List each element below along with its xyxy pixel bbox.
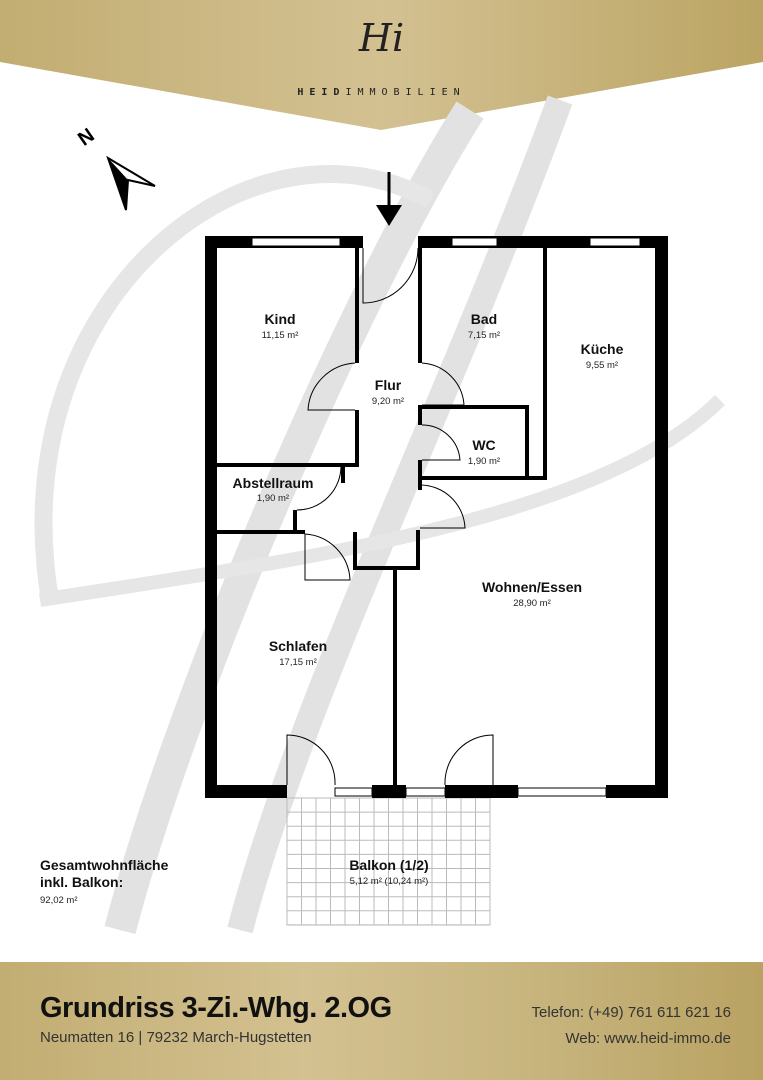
- room-schlafen: Schlafen 17,15 m²: [269, 638, 327, 668]
- svg-text:5,12 m² (10,24 m²): 5,12 m² (10,24 m²): [350, 876, 429, 887]
- walls: [205, 236, 668, 798]
- entrance-arrow-icon: [376, 172, 402, 226]
- svg-text:7,15 m²: 7,15 m²: [468, 330, 500, 341]
- door-swings: [286, 247, 494, 786]
- room-kueche: Küche 9,55 m²: [581, 341, 624, 371]
- room-flur: Flur 9,20 m²: [372, 377, 404, 407]
- room-wohnen-essen: Wohnen/Essen 28,90 m²: [482, 579, 582, 609]
- address: Neumatten 16 | 79232 March-Hugstetten: [40, 1029, 312, 1046]
- svg-text:Abstellraum: Abstellraum: [233, 475, 314, 491]
- room-wc: WC 1,90 m²: [468, 437, 500, 467]
- phone[interactable]: Telefon: (+49) 761 611 621 16: [531, 1004, 731, 1021]
- room-bad: Bad 7,15 m²: [468, 311, 500, 341]
- compass-north-arrow-icon: N: [74, 124, 156, 211]
- svg-text:17,15 m²: 17,15 m²: [279, 657, 317, 668]
- svg-text:Flur: Flur: [375, 377, 402, 393]
- website-link[interactable]: Web: www.heid-immo.de: [565, 1030, 731, 1047]
- svg-text:1,90 m²: 1,90 m²: [468, 456, 500, 467]
- plan-title: Grundriss 3-Zi.-Whg. 2.OG: [40, 992, 392, 1024]
- svg-text:Balkon (1/2): Balkon (1/2): [349, 857, 428, 873]
- svg-text:92,02 m²: 92,02 m²: [40, 895, 78, 906]
- svg-text:1,90 m²: 1,90 m²: [257, 493, 289, 504]
- svg-text:9,55 m²: 9,55 m²: [586, 360, 618, 371]
- svg-text:Schlafen: Schlafen: [269, 638, 327, 654]
- svg-text:9,20 m²: 9,20 m²: [372, 396, 404, 407]
- brand-name: HEIDIMMOBILIEN: [297, 87, 466, 98]
- svg-text:inkl. Balkon:: inkl. Balkon:: [40, 874, 123, 890]
- header-banner: [0, 0, 763, 130]
- svg-text:Bad: Bad: [471, 311, 497, 327]
- svg-text:Gesamtwohnfläche: Gesamtwohnfläche: [40, 857, 169, 873]
- svg-text:WC: WC: [472, 437, 495, 453]
- svg-text:Küche: Küche: [581, 341, 624, 357]
- room-balkon: Balkon (1/2) 5,12 m² (10,24 m²): [349, 857, 428, 887]
- svg-text:28,90 m²: 28,90 m²: [513, 598, 551, 609]
- room-abstellraum: Abstellraum 1,90 m²: [233, 475, 314, 504]
- footer: Grundriss 3-Zi.-Whg. 2.OG Neumatten 16 |…: [0, 962, 763, 1080]
- room-kind: Kind 11,15 m²: [262, 311, 299, 341]
- windows: [251, 237, 641, 797]
- svg-text:N: N: [74, 124, 98, 150]
- svg-text:Wohnen/Essen: Wohnen/Essen: [482, 579, 582, 595]
- logo: Hi: [358, 16, 405, 60]
- svg-text:11,15 m²: 11,15 m²: [262, 330, 299, 341]
- floor-plan: N: [40, 124, 668, 926]
- svg-text:Kind: Kind: [264, 311, 295, 327]
